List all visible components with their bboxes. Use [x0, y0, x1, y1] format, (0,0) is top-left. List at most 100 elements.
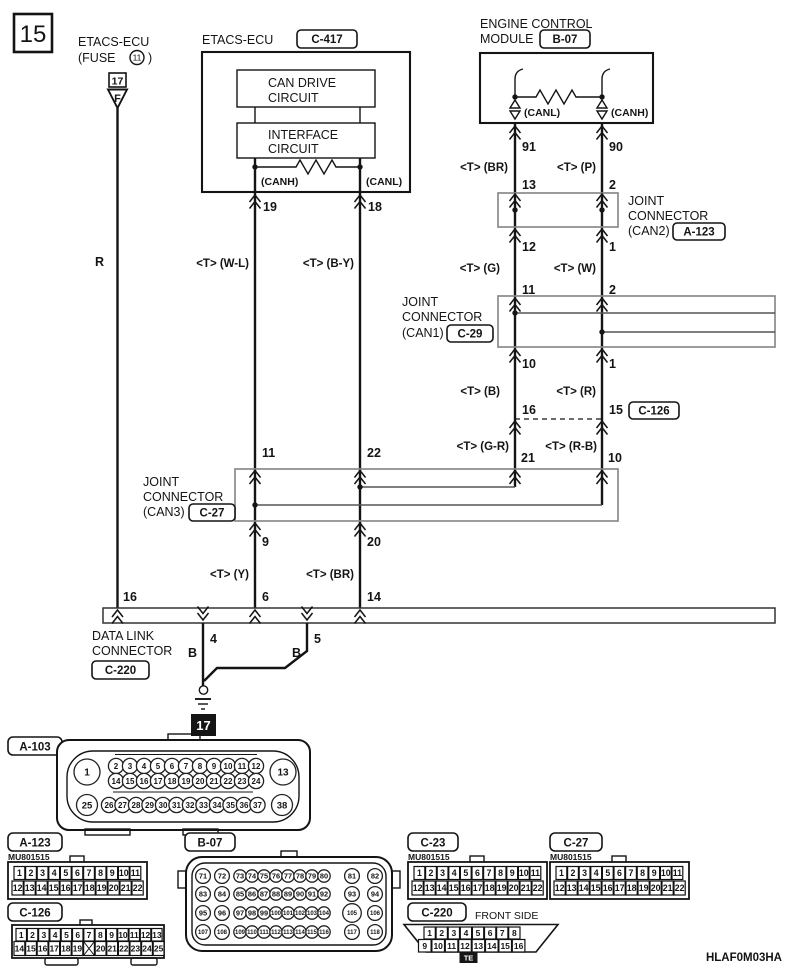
pin-cell-10 [117, 865, 130, 881]
pin-10-can1: 10 [522, 357, 536, 371]
pinout-c220-note: FRONT SIDE [475, 910, 538, 922]
pin-cell-14 [13, 940, 26, 957]
pin-number: 21 [107, 944, 117, 954]
pin-cell-11 [671, 865, 684, 881]
pin-number: 5 [605, 868, 610, 878]
pin-cell-15 [589, 880, 602, 896]
pin-number: 11 [131, 868, 140, 878]
pin-number: 4 [594, 868, 599, 878]
pin-number: 12 [413, 883, 423, 893]
wire-color-rb: <T> (R-B) [545, 441, 597, 453]
pin-number: 2 [571, 868, 576, 878]
c126-inline-connector: 16 15 C-126 <T> (G-R) <T> (R-B) 21 10 [457, 401, 680, 465]
ecm-terminal-icon-left [508, 98, 522, 121]
pin-105 [342, 903, 362, 923]
pin-number: 4 [52, 868, 57, 878]
pin-number: 85 [236, 890, 244, 899]
pin-11-can3: 11 [262, 446, 275, 460]
pin-4: 4 [210, 632, 217, 646]
pin-number: 20 [96, 944, 106, 954]
pin-cell-17 [48, 940, 61, 957]
pin-number: 76 [272, 872, 280, 881]
pin-number: 21 [210, 777, 219, 786]
pin-number: 28 [132, 801, 141, 810]
pin-118 [366, 923, 384, 941]
fuse-triangle-icon [106, 88, 129, 111]
pin-number: 79 [308, 872, 316, 881]
pin-cell-9 [506, 865, 519, 881]
pin-cell-21 [519, 880, 532, 896]
pin-37 [249, 796, 266, 814]
pin-number: 30 [159, 801, 168, 810]
pin-number: 83 [199, 890, 207, 899]
pin-number: 11 [447, 941, 456, 951]
pin-number: 4 [53, 930, 58, 940]
wire-color-br2: <T> (BR) [306, 569, 354, 581]
pin-cell-10 [517, 865, 530, 881]
pin-number: 24 [252, 777, 261, 786]
pin-number: 73 [236, 872, 244, 881]
pin-number: 8 [498, 868, 503, 878]
can1-label-line3: (CAN1) [402, 326, 444, 340]
etacs-title: ETACS-ECU [202, 33, 273, 47]
pin-number: 19 [73, 944, 83, 954]
pinout-c23-part: MU801515 [408, 852, 450, 862]
pin-number: 33 [199, 801, 208, 810]
pin-number: 20 [196, 777, 205, 786]
pinout-c126-label: C-126 [19, 908, 50, 920]
pin-number: 19 [639, 883, 649, 893]
pin-2-can2: 2 [609, 178, 616, 192]
fuse-title-line2: (FUSE [78, 51, 116, 65]
pin-number: 6 [475, 868, 480, 878]
pin-cell-11 [129, 865, 142, 881]
pinout-c27-part: MU801515 [550, 852, 592, 862]
terminating-resistor-icon [255, 158, 360, 176]
pin-83 [194, 885, 212, 903]
pin-number: 15 [500, 941, 510, 951]
pin-92 [317, 887, 331, 901]
pinout-b07-label: B-07 [198, 838, 223, 850]
fuse-title-close: ) [148, 51, 152, 65]
pin-number: 116 [319, 930, 329, 936]
pin-cell-2 [25, 865, 38, 881]
pin-number: 74 [248, 872, 257, 881]
pin-cell-18 [625, 880, 638, 896]
joint-connector-can1: JOINT CONNECTOR (CAN1) C-29 [402, 295, 776, 348]
wire-color-y: <T> (Y) [210, 569, 249, 581]
pin-number: 3 [128, 762, 133, 771]
pin-cell-14 [435, 880, 448, 896]
pin-number: 86 [248, 890, 256, 899]
pin-number: 112 [271, 930, 281, 936]
can-drive-line2: CIRCUIT [268, 91, 319, 105]
fuse-wire-color: R [95, 255, 104, 269]
pin-number: 113 [283, 930, 293, 936]
pin-number: 6 [170, 762, 175, 771]
pin-cell-5 [601, 865, 614, 881]
pin-14: 14 [367, 590, 381, 604]
pin-number: 17 [473, 883, 483, 893]
pin-number: 12 [252, 762, 261, 771]
pin-number: 93 [348, 890, 356, 899]
pin-number: 32 [186, 801, 195, 810]
wire-color-by: <T> (B-Y) [303, 258, 354, 270]
pin-cell-19 [495, 880, 508, 896]
pin-cell-16 [59, 880, 72, 896]
interface-line1: INTERFACE [268, 128, 338, 142]
pin-cell-20 [107, 880, 120, 896]
pin-number: 107 [198, 930, 209, 936]
pin-number: 3 [41, 930, 46, 940]
pin-15-c126: 15 [609, 403, 623, 417]
dlc-connector-tag [91, 660, 150, 680]
pin-number: 25 [154, 944, 164, 954]
pin-cell-11 [529, 865, 542, 881]
ecm-box [478, 51, 655, 125]
pin-cell-8 [494, 865, 507, 881]
pin-cell-7 [82, 865, 95, 881]
pin-cell-18 [83, 880, 96, 896]
pin-6: 6 [262, 590, 269, 604]
pin-number: 16 [61, 883, 71, 893]
pin-number: 19 [182, 777, 191, 786]
pin-9: 9 [262, 535, 269, 549]
pin-cell-22 [117, 940, 130, 957]
